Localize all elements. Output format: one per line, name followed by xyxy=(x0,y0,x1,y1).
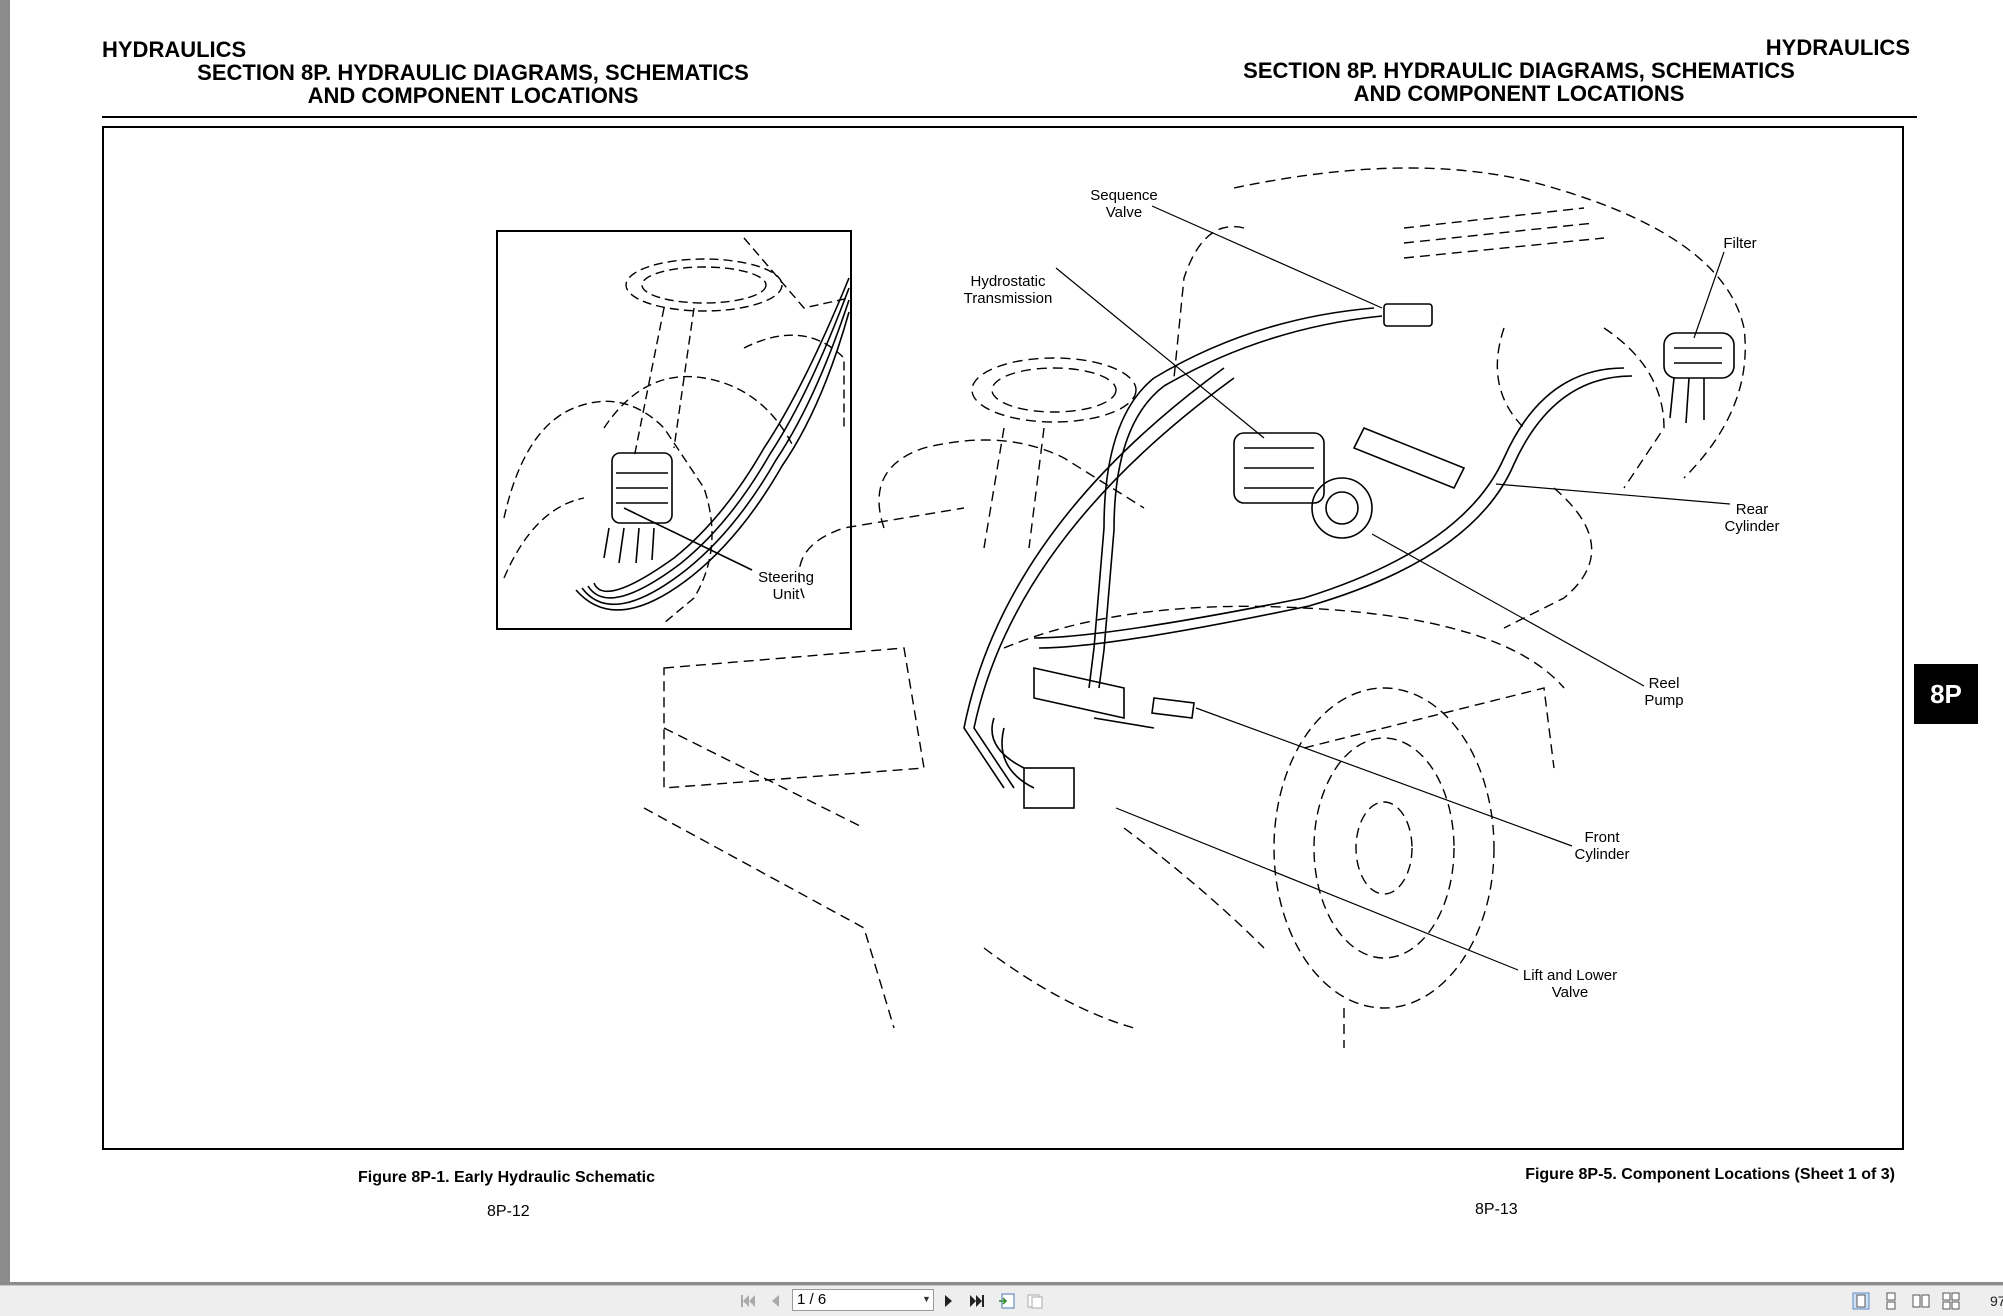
front-cylinder-label-line2: Cylinder xyxy=(1574,846,1629,863)
sequence-valve-label-line1: Sequence xyxy=(1090,187,1158,204)
reel-pump-label-line1: Reel xyxy=(1649,675,1680,692)
header-rule xyxy=(102,116,1917,118)
section-tab-8p: 8P xyxy=(1914,664,1978,724)
right-header-title: HYDRAULICS xyxy=(1765,35,1910,60)
rear-cylinder-label-line2: Cylinder xyxy=(1724,518,1779,535)
continuous-facing-view-icon[interactable] xyxy=(1942,1292,1960,1310)
previous-page-button[interactable] xyxy=(766,1292,784,1310)
rear-cylinder-label-line1: Rear xyxy=(1736,501,1769,518)
last-page-icon xyxy=(970,1295,984,1307)
fit-page-icon xyxy=(1027,1294,1043,1309)
page-number-input[interactable]: 1 / 6 xyxy=(792,1289,934,1311)
steering-unit-label-line1: Steering xyxy=(758,569,814,586)
right-section-line1: SECTION 8P. HYDRAULIC DIAGRAMS, SCHEMATI… xyxy=(1243,58,1795,83)
reel-pump-label-line2: Pump xyxy=(1644,692,1683,709)
first-page-icon xyxy=(741,1295,755,1307)
hydrostatic-transmission-label-line1: Hydrostatic xyxy=(970,273,1046,290)
front-cylinder-label-line1: Front xyxy=(1584,829,1620,846)
last-page-button[interactable] xyxy=(966,1292,988,1310)
sequence-valve-label-line2: Valve xyxy=(1106,204,1142,221)
left-header-title: HYDRAULICS xyxy=(102,37,247,62)
first-page-button[interactable] xyxy=(738,1292,758,1310)
lift-lower-valve-label-line2: Valve xyxy=(1552,984,1588,1001)
left-section-line1: SECTION 8P. HYDRAULIC DIAGRAMS, SCHEMATI… xyxy=(197,60,749,85)
continuous-view-icon[interactable] xyxy=(1882,1292,1900,1310)
fit-width-button[interactable] xyxy=(996,1292,1018,1310)
fit-width-icon xyxy=(999,1293,1015,1309)
previous-page-icon xyxy=(772,1295,779,1307)
hydrostatic-transmission-label-line2: Transmission xyxy=(964,290,1053,307)
left-section-line2: AND COMPONENT LOCATIONS xyxy=(307,83,639,108)
next-page-icon xyxy=(945,1295,952,1307)
single-page-view-icon[interactable] xyxy=(1852,1292,1870,1310)
page-dropdown-arrow[interactable]: ▼ xyxy=(922,1294,931,1304)
right-page-number: 8P-13 xyxy=(1475,1201,1518,1218)
lift-lower-valve-label-line1: Lift and Lower xyxy=(1523,967,1617,984)
steering-unit-label-line2: Unit xyxy=(773,586,801,603)
filter-label: Filter xyxy=(1723,235,1756,252)
left-figure-caption: Figure 8P-1. Early Hydraulic Schematic xyxy=(358,1169,656,1186)
hydraulic-component-diagram: Steering Unit xyxy=(496,167,1780,1048)
fit-page-button[interactable] xyxy=(1024,1292,1046,1310)
next-page-button[interactable] xyxy=(940,1292,958,1310)
viewer-toolbar: 1 / 6 ▼ 97 xyxy=(0,1285,2003,1316)
zoom-level[interactable]: 97 xyxy=(1990,1293,2003,1309)
figure-frame: Steering Unit xyxy=(102,126,1904,1150)
right-figure-caption: Figure 8P-5. Component Locations (Sheet … xyxy=(1525,1166,1895,1183)
facing-view-icon[interactable] xyxy=(1912,1292,1930,1310)
document-page: HYDRAULICS SECTION 8P. HYDRAULIC DIAGRAM… xyxy=(10,0,2003,1282)
document-viewport[interactable]: HYDRAULICS SECTION 8P. HYDRAULIC DIAGRAM… xyxy=(0,0,2003,1285)
left-page-number: 8P-12 xyxy=(487,1203,530,1220)
right-section-line2: AND COMPONENT LOCATIONS xyxy=(1353,81,1685,106)
